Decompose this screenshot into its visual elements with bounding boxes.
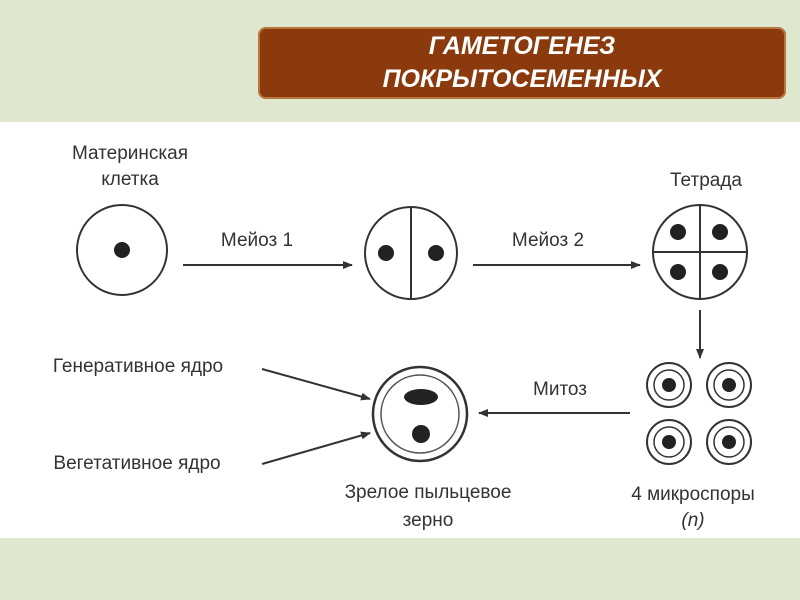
meiosis1-label: Мейоз 1 (221, 230, 293, 251)
mother-cell-label-line-2: клетка (101, 169, 159, 190)
title-line-2: ПОКРЫТОСЕМЕННЫХ (382, 65, 662, 93)
diagram-panel: Материнская клетка Мейоз 1 Мейоз 2 Тетра… (0, 122, 800, 538)
microspore (646, 362, 692, 408)
tetrad-label: Тетрада (670, 170, 742, 191)
tetrad-cell (652, 204, 748, 300)
gametogenesis-diagram: Материнская клетка Мейоз 1 Мейоз 2 Тетра… (53, 143, 755, 531)
vegetative-nucleus-arrow (261, 431, 371, 465)
microspore (706, 419, 752, 465)
dyad-cell (364, 206, 458, 300)
microspores-label-line-2: (n) (681, 510, 704, 531)
microspores-label-line-1: 4 микроспоры (631, 484, 755, 505)
generative-nucleus-label: Генеративное ядро (53, 356, 223, 377)
pollen-grain-label-line-2: зерно (403, 510, 454, 531)
generative-nucleus (404, 389, 438, 405)
vegetative-nucleus (412, 425, 430, 443)
pollen-grain-label-line-1: Зрелое пыльцевое (345, 482, 512, 503)
title-banner: ГАМЕТОГЕНЕЗ ПОКРЫТОСЕМЕННЫХ (258, 27, 786, 99)
mother-cell-label-line-1: Материнская (72, 143, 188, 164)
title-line-1: ГАМЕТОГЕНЕЗ (428, 32, 616, 60)
microspore (706, 362, 752, 408)
pollen-grain (371, 365, 469, 463)
mother-cell (76, 204, 168, 296)
vegetative-nucleus-label: Вегетативное ядро (53, 453, 220, 474)
meiosis2-label: Мейоз 2 (512, 230, 584, 251)
microspores-group (646, 362, 752, 465)
microspore (646, 419, 692, 465)
generative-nucleus-arrow (261, 368, 371, 401)
mitosis-label: Митоз (533, 379, 587, 400)
